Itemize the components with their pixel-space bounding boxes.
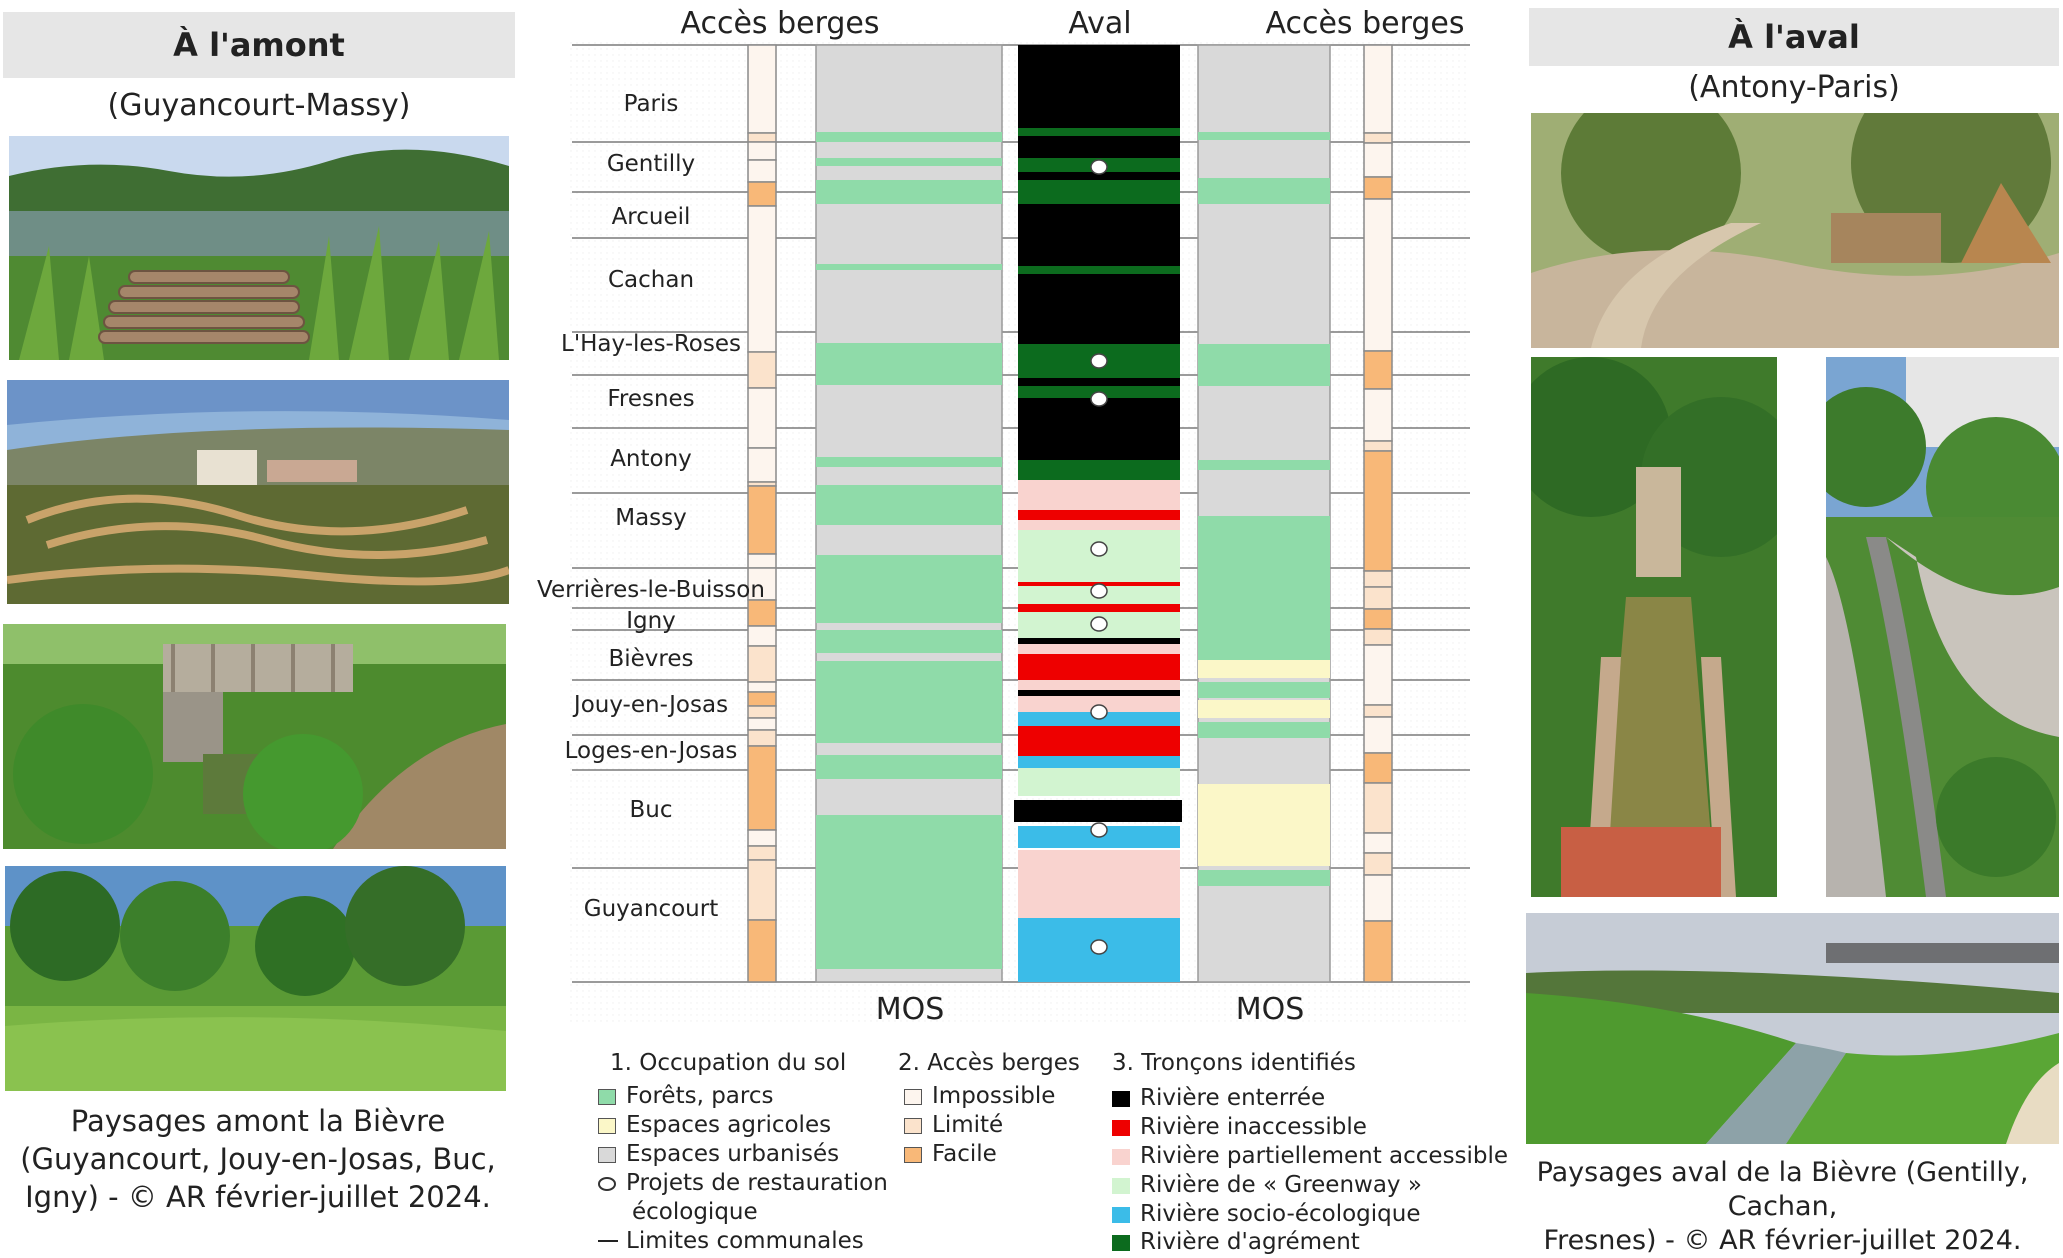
legend-label: écologique	[632, 1199, 758, 1225]
legend-label: Facile	[932, 1141, 997, 1167]
legend-label: Rivière enterrée	[1140, 1085, 1326, 1111]
upstream-caption-line-1: Paysages amont la Bièvre	[70, 1104, 446, 1138]
impossible-swatch	[904, 1089, 922, 1105]
upstream-caption-line-2: (Guyancourt, Jouy-en-Josas, Buc,	[20, 1142, 496, 1176]
mos-right-label: MOS	[1235, 992, 1305, 1027]
legend-label: Projets de restauration	[626, 1170, 888, 1196]
legend-item-impossible: Impossible	[904, 1082, 1055, 1110]
downstream-subtitle: (Antony-Paris)	[1688, 70, 1900, 105]
legend-item-amenity: Rivière d'agrément	[1112, 1228, 1360, 1256]
commune-label: Cachan	[607, 267, 695, 293]
restoration-project-markers	[1090, 159, 1108, 955]
bank-access-left-title: Accès berges	[680, 6, 880, 41]
upstream-header: À l'amont	[3, 12, 515, 78]
land-use-left-column	[815, 44, 1003, 983]
commune-label: Loges-en-Josas	[564, 738, 738, 764]
legend-label: Rivière socio-écologique	[1140, 1201, 1421, 1227]
commune-label: Fresnes	[607, 386, 695, 412]
buried-swatch	[1112, 1091, 1130, 1107]
commune-label: Guyancourt	[583, 896, 719, 922]
legend-item-partial: Rivière partiellement accessible	[1112, 1142, 1508, 1170]
upstream-caption: Paysages amont la Bièvre (Guyancourt, Jo…	[2, 1102, 514, 1216]
greenway-swatch	[1112, 1178, 1130, 1194]
legend-item-forests: Forêts, parcs	[598, 1082, 773, 1110]
narrow-garden-photo	[1531, 357, 1777, 897]
inaccessible-swatch	[1112, 1120, 1130, 1136]
commune-label: Jouy-en-Josas	[573, 692, 729, 718]
downstream-header: À l'aval	[1529, 8, 2059, 66]
agri-swatch	[598, 1118, 616, 1134]
legend-label: Limites communales	[626, 1228, 864, 1254]
legend-item-limited: Limité	[904, 1111, 1003, 1139]
legend-item-restoration-2: écologique	[632, 1198, 758, 1226]
upstream-caption-line-3: Igny) - © AR février-juillet 2024.	[25, 1180, 491, 1214]
amenity-swatch	[1112, 1235, 1130, 1251]
footbridge-photo	[3, 624, 506, 849]
mos-left-label: MOS	[875, 992, 945, 1027]
bank-access-right-title: Accès berges	[1265, 6, 1465, 41]
commune-label: L'Hay-les-Roses	[561, 331, 741, 357]
commune-label: Buc	[629, 797, 673, 823]
legend-label: Rivière d'agrément	[1140, 1229, 1360, 1255]
legend-group-1-title: 1. Occupation du sol	[610, 1050, 847, 1076]
commune-label: Arcueil	[611, 204, 691, 230]
park-field-photo	[7, 380, 509, 604]
legend-label: Forêts, parcs	[626, 1083, 774, 1109]
commune-label: Igny	[626, 608, 676, 634]
identified-stretches-column	[1014, 45, 1182, 982]
restoration-circle-icon	[598, 1177, 616, 1191]
limited-swatch	[904, 1118, 922, 1134]
legend-label: Rivière de « Greenway »	[1140, 1172, 1422, 1198]
meadow-photo	[5, 866, 506, 1091]
commune-label: Paris	[623, 91, 679, 117]
commune-label: Verrières-le-Buisson	[537, 577, 765, 603]
downstream-caption-line-1: Paysages aval de la Bièvre (Gentilly, Ca…	[1536, 1157, 2029, 1222]
legend-group-3-title: 3. Tronçons identifiés	[1112, 1050, 1356, 1076]
limit-line-icon	[598, 1240, 618, 1242]
riverside-walk-photo	[1826, 357, 2059, 897]
legend-item-urban: Espaces urbanisés	[598, 1140, 839, 1168]
legend-label: Impossible	[932, 1083, 1056, 1109]
legend-label: Rivière partiellement accessible	[1140, 1143, 1509, 1169]
commune-label: Bièvres	[608, 646, 694, 672]
downstream-caption-line-2: Fresnes) - © AR février-juillet 2024.	[1543, 1225, 2022, 1256]
downstream-caption: Paysages aval de la Bièvre (Gentilly, Ca…	[1506, 1156, 2059, 1258]
easy-swatch	[904, 1147, 922, 1163]
urban-swatch	[598, 1147, 616, 1163]
legend-item-greenway: Rivière de « Greenway »	[1112, 1171, 1422, 1199]
legend-item-agri: Espaces agricoles	[598, 1111, 831, 1139]
legend-item-inaccessible: Rivière inaccessible	[1112, 1113, 1367, 1141]
legend-label: Rivière inaccessible	[1140, 1114, 1367, 1140]
legend-label: Espaces agricoles	[626, 1112, 832, 1138]
lake-landscape-photo	[9, 136, 509, 360]
forest-swatch	[598, 1089, 616, 1105]
socio-swatch	[1112, 1207, 1130, 1223]
bank-access-right-column	[1363, 44, 1393, 983]
legend-label: Limité	[932, 1112, 1004, 1138]
partial-swatch	[1112, 1149, 1130, 1165]
legend-label: Espaces urbanisés	[626, 1141, 840, 1167]
upstream-subtitle: (Guyancourt-Massy)	[107, 88, 411, 123]
commune-label: Massy	[615, 505, 687, 531]
land-use-right-column	[1197, 44, 1331, 983]
commune-label: Gentilly	[606, 151, 696, 177]
legend-group-2-title: 2. Accès berges	[898, 1050, 1080, 1076]
commune-label: Antony	[610, 446, 692, 472]
legend-item-easy: Facile	[904, 1140, 997, 1168]
downstream-title: Aval	[1068, 6, 1132, 41]
legend-item-buried: Rivière enterrée	[1112, 1084, 1325, 1112]
canal-river-photo	[1526, 913, 2059, 1144]
bank-access-left-column	[747, 44, 777, 983]
legend-item-restoration: Projets de restauration	[598, 1169, 888, 1197]
legend-item-limits: Limites communales	[598, 1227, 864, 1255]
path-garden-photo	[1531, 113, 2059, 348]
legend-item-socio: Rivière socio-écologique	[1112, 1200, 1420, 1228]
